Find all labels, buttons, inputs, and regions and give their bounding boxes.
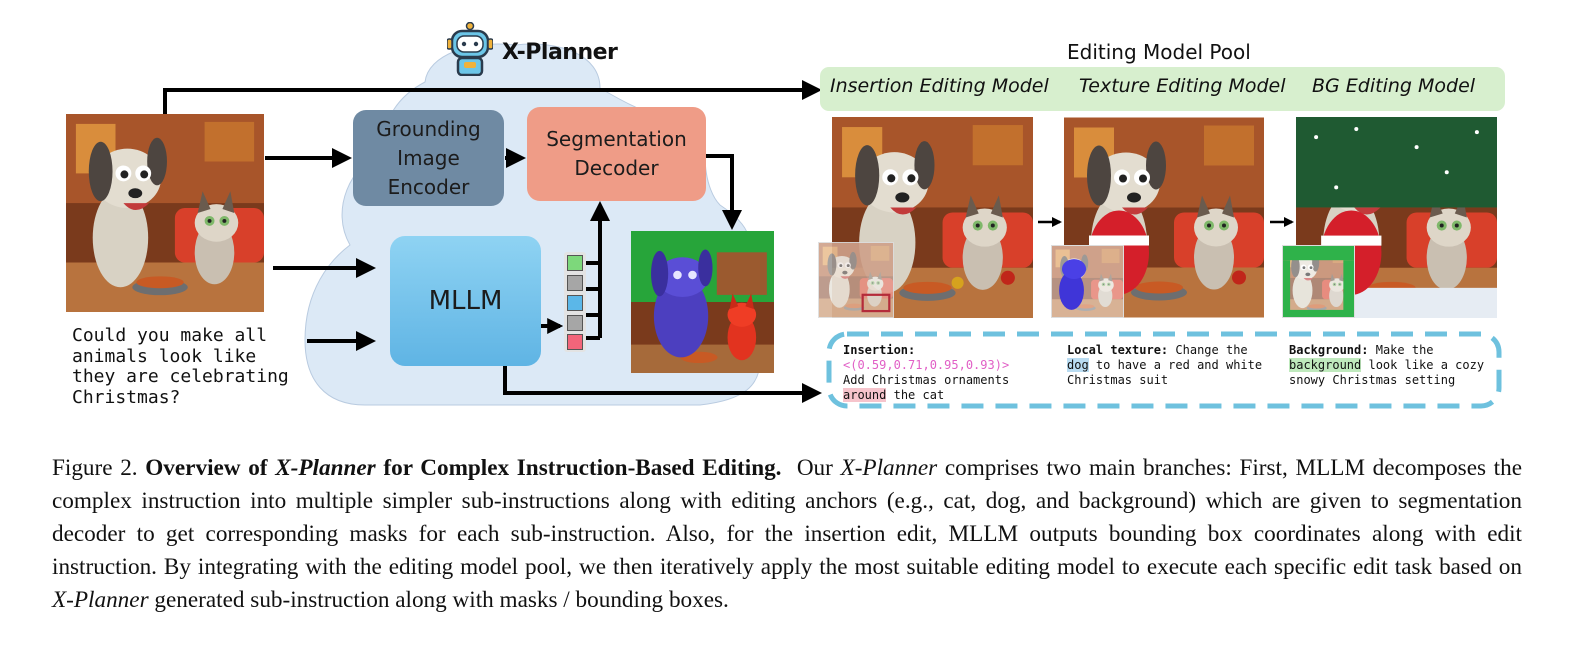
encoder-label: Grounding Image Encoder — [376, 116, 481, 199]
token-anchor-1 — [567, 255, 583, 271]
arrow-tokens-to-decoder — [584, 205, 600, 340]
caption-method-1: X-Planner — [840, 455, 938, 481]
insertion-text-after: the cat — [893, 388, 945, 402]
method-diagram: X-Planner Grounding Image Encoder Segmen… — [0, 21, 1505, 409]
background-text-after: look like a cozy snowy Christmas setting — [1289, 358, 1485, 387]
input-image — [66, 114, 264, 312]
caption-title-before: Overview of — [145, 455, 268, 481]
token-anchor-5 — [567, 334, 583, 350]
instruction-text: Could you make all animals look like the… — [72, 325, 289, 408]
insertion-editing-model: Insertion Editing Model — [830, 75, 1049, 97]
caption-text-2: comprises two main branches: First, MLLM… — [52, 455, 1523, 580]
instruction-line-2: animals look like — [72, 345, 257, 367]
texture-label: Local texture: — [1067, 343, 1169, 357]
token-anchor-3 — [567, 295, 583, 311]
bg-editing-model: BG Editing Model — [1312, 75, 1476, 97]
planner-title: X-Planner — [502, 40, 618, 65]
segmentation-decoder: Segmentation Decoder — [527, 107, 706, 201]
segmentation-masks-image — [631, 231, 774, 373]
insertion-subinstruction: Insertion: <(0.59,0.71,0.95,0.93)> Add C… — [843, 343, 1048, 403]
grounding-image-encoder: Grounding Image Encoder — [353, 110, 504, 206]
mllm-label: MLLM — [428, 286, 503, 316]
subinstruction-box — [826, 331, 1502, 409]
caption-text-1: Our — [796, 455, 833, 481]
token-stack — [564, 252, 586, 352]
background-subinstruction: Background: Make the background look lik… — [1289, 343, 1492, 388]
decoder-label: Segmentation Decoder — [546, 127, 687, 180]
editing-model-pool — [820, 67, 1505, 111]
insertion-bbox-coords: <(0.59,0.71,0.95,0.93)> — [843, 358, 1010, 372]
token-2 — [567, 275, 583, 291]
figure-label: Figure 2. — [52, 455, 138, 481]
arrow-mllm-to-subinstructions — [503, 366, 822, 403]
arrow-decoder-to-masks — [706, 154, 742, 230]
background-mask-thumbnail — [1282, 245, 1355, 318]
background-text-before: Make the — [1375, 343, 1434, 357]
insertion-result-image — [832, 117, 1033, 318]
caption-method-2: X-Planner — [52, 587, 149, 613]
caption-text-3: generated sub-instruction along with mas… — [154, 587, 729, 613]
figure-caption: Figure 2. Overview of X-Planner for Comp… — [52, 452, 1522, 617]
robot-icon — [446, 21, 494, 77]
insertion-anchor-highlight: around — [843, 388, 887, 402]
texture-text-after: to have a red and white Christmas suit — [1067, 358, 1263, 387]
mllm-block: MLLM — [390, 236, 541, 366]
arrow-image-to-pool — [163, 80, 822, 115]
instruction-line-3: they are celebrating — [72, 366, 289, 387]
instruction-line-4: Christmas? — [72, 386, 181, 408]
texture-editing-model: Texture Editing Model — [1079, 75, 1286, 97]
caption-title-after: for Complex Instruction-Based Editing. — [383, 455, 782, 481]
texture-text-before: Change the — [1175, 343, 1248, 357]
texture-mask-thumbnail — [1051, 245, 1124, 318]
token-4 — [567, 315, 583, 331]
texture-subinstruction: Local texture: Change the dog to have a … — [1067, 343, 1267, 388]
insertion-text-before: Add Christmas ornaments — [843, 373, 1010, 387]
background-label: Background: — [1289, 343, 1369, 357]
background-result-image — [1296, 117, 1497, 318]
insertion-bbox-thumbnail — [818, 242, 894, 318]
insertion-label: Insertion: — [843, 343, 916, 357]
caption-title-method: X-Planner — [275, 455, 376, 481]
instruction-line-1: Could you make all — [72, 325, 268, 346]
texture-anchor-highlight: dog — [1067, 358, 1089, 372]
editing-model-pool-title: Editing Model Pool — [1067, 40, 1251, 64]
background-anchor-highlight: background — [1289, 358, 1362, 372]
